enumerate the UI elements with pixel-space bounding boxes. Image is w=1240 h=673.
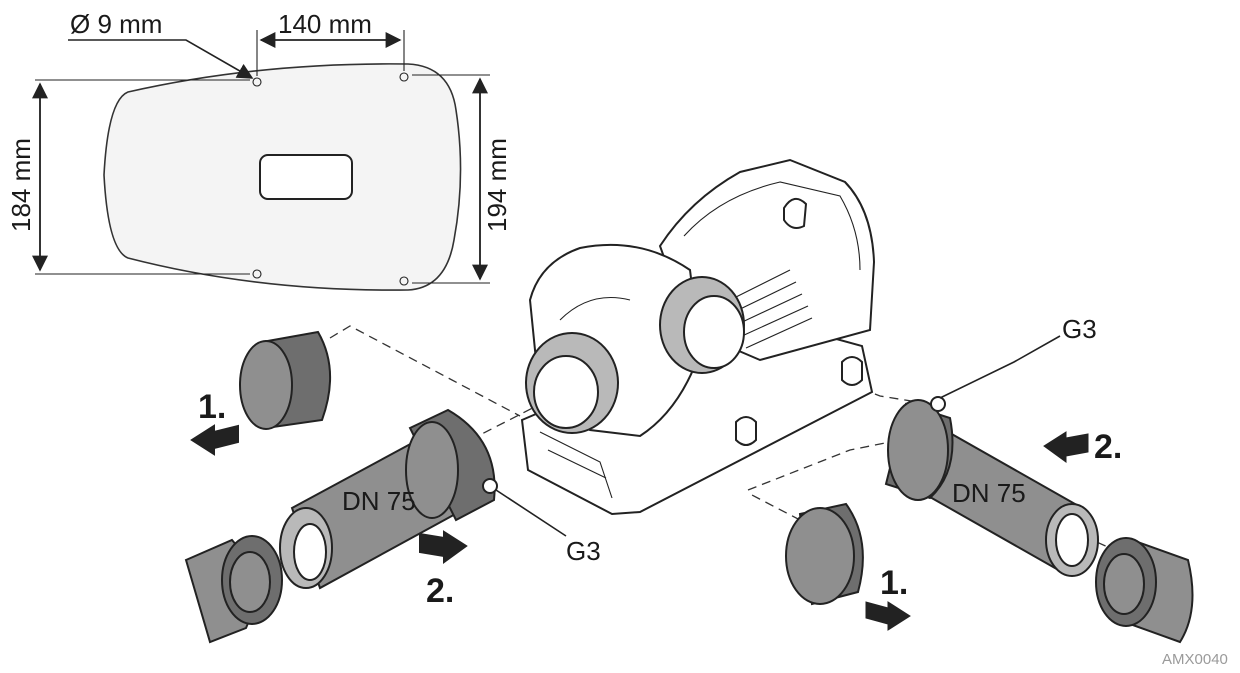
- left-union-nut: [405, 408, 498, 522]
- left-step-remove-cap: 1.: [198, 388, 226, 426]
- pump-body: [520, 158, 876, 516]
- cooling-fins: [729, 269, 813, 349]
- left-tube-label: DN 75: [342, 486, 416, 516]
- diameter-leader-line: [68, 39, 254, 79]
- mounting-hole: [252, 77, 262, 87]
- left-cap-arrow: [190, 424, 239, 456]
- mounting-plate-drawing: Ø 9 mm 140 mm 184 mm 194 mm: [6, 9, 512, 291]
- pump-outlet-opening: [683, 295, 745, 369]
- base-slot: [735, 416, 757, 446]
- base-slot: [841, 356, 863, 386]
- right-hose-arrow: [1043, 431, 1089, 463]
- hole-spacing-label: 140 mm: [278, 9, 372, 39]
- left-hose: [184, 535, 283, 644]
- mounting-hole: [399, 276, 409, 286]
- motor-knob: [783, 197, 808, 229]
- left-thread-point: [482, 478, 498, 494]
- right-blanking-cap: [785, 502, 864, 606]
- left-hose-arrow: [419, 530, 468, 564]
- right-thread-point: [930, 396, 946, 412]
- right-tube-label: DN 75: [952, 478, 1026, 508]
- pump-inlet-opening: [533, 355, 599, 429]
- left-assembly: 1. 2. DN 75 G3: [184, 330, 601, 644]
- right-step-remove-cap: 1.: [880, 564, 908, 602]
- plate-height-right-label: 194 mm: [482, 138, 512, 232]
- plate-height-left-label: 184 mm: [6, 138, 36, 232]
- left-step-insert-hose: 2.: [426, 572, 454, 610]
- left-thread-label: G3: [566, 536, 601, 566]
- left-blanking-cap: [239, 330, 331, 430]
- right-step-insert-hose: 2.: [1094, 428, 1122, 466]
- mounting-plate-window: [259, 154, 353, 200]
- mounting-hole: [399, 72, 409, 82]
- right-cap-arrow: [865, 601, 911, 631]
- drawing-code: AMX0040: [1162, 651, 1228, 668]
- right-hose: [1095, 537, 1194, 644]
- right-union-nut: [884, 396, 954, 501]
- right-thread-label: G3: [1062, 314, 1097, 344]
- left-thread-leader: [495, 489, 567, 537]
- right-assembly: 1. 2. DN 75 G3: [785, 314, 1194, 644]
- mounting-hole: [252, 269, 262, 279]
- hole-diameter-label: Ø 9 mm: [70, 9, 162, 39]
- right-thread-leader: [939, 335, 1061, 399]
